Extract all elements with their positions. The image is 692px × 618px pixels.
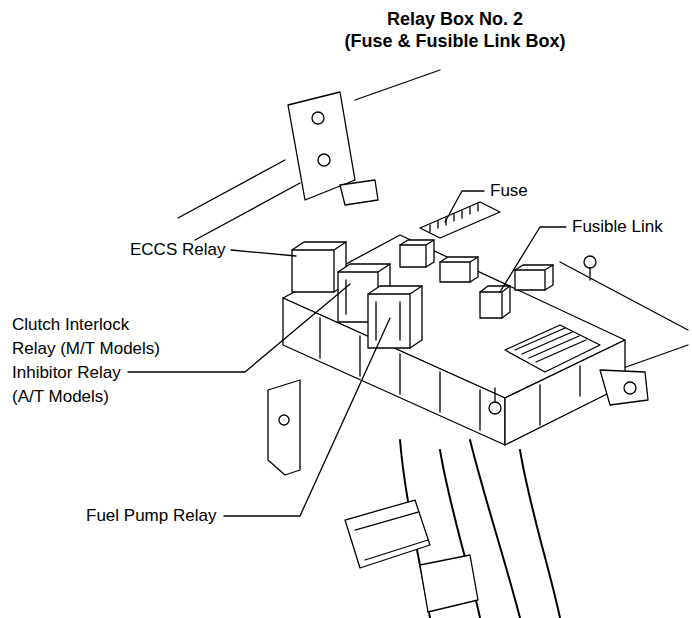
stud-stem bbox=[589, 268, 590, 280]
diagram-title: Relay Box No. 2 bbox=[305, 8, 605, 30]
leader-line bbox=[445, 191, 484, 222]
fuel-pump-relay-edge bbox=[368, 286, 422, 348]
fuse-strip bbox=[420, 202, 500, 238]
bolt bbox=[312, 112, 324, 124]
fuel-pump-relay bbox=[368, 286, 422, 348]
callout-label: Fusible Link bbox=[572, 215, 684, 239]
mount-bracket bbox=[268, 380, 300, 475]
fuse-module bbox=[505, 325, 600, 372]
fusible-link bbox=[480, 286, 510, 318]
fusible-link-edge bbox=[480, 286, 510, 318]
terminal-block-edge bbox=[400, 240, 434, 267]
bolt-stem bbox=[494, 388, 495, 402]
stud bbox=[584, 256, 596, 268]
bolt bbox=[489, 402, 501, 414]
leader-line bbox=[500, 227, 566, 292]
connector-detail bbox=[355, 512, 428, 560]
diagram-subtitle: (Fuse & Fusible Link Box) bbox=[305, 30, 605, 52]
leader-line bbox=[128, 284, 350, 372]
mount-flange bbox=[600, 370, 648, 405]
connector bbox=[345, 500, 430, 568]
connector bbox=[420, 555, 478, 612]
callout-label: Fuse bbox=[490, 179, 550, 203]
leader-line bbox=[224, 318, 390, 516]
leader-line bbox=[231, 250, 296, 256]
fuse-module-ribs bbox=[515, 328, 586, 362]
callout-label: Fuel Pump Relay bbox=[86, 504, 236, 528]
bolt bbox=[624, 382, 636, 394]
callout-label: Clutch Interlock Relay (M/T Models) bbox=[12, 313, 167, 361]
terminal-block bbox=[515, 265, 553, 290]
bolt-hole bbox=[279, 415, 289, 425]
terminal-block-edge bbox=[440, 257, 478, 282]
fuse-slots bbox=[430, 204, 478, 232]
terminal-block bbox=[400, 240, 434, 267]
bolt bbox=[318, 154, 330, 166]
mount-bracket-tab bbox=[340, 180, 378, 205]
terminal-block-edge bbox=[515, 265, 553, 290]
terminal-block bbox=[440, 257, 478, 282]
callout-label: Inhibitor Relay (A/T Models) bbox=[12, 361, 142, 409]
callout-label: ECCS Relay bbox=[130, 238, 250, 262]
